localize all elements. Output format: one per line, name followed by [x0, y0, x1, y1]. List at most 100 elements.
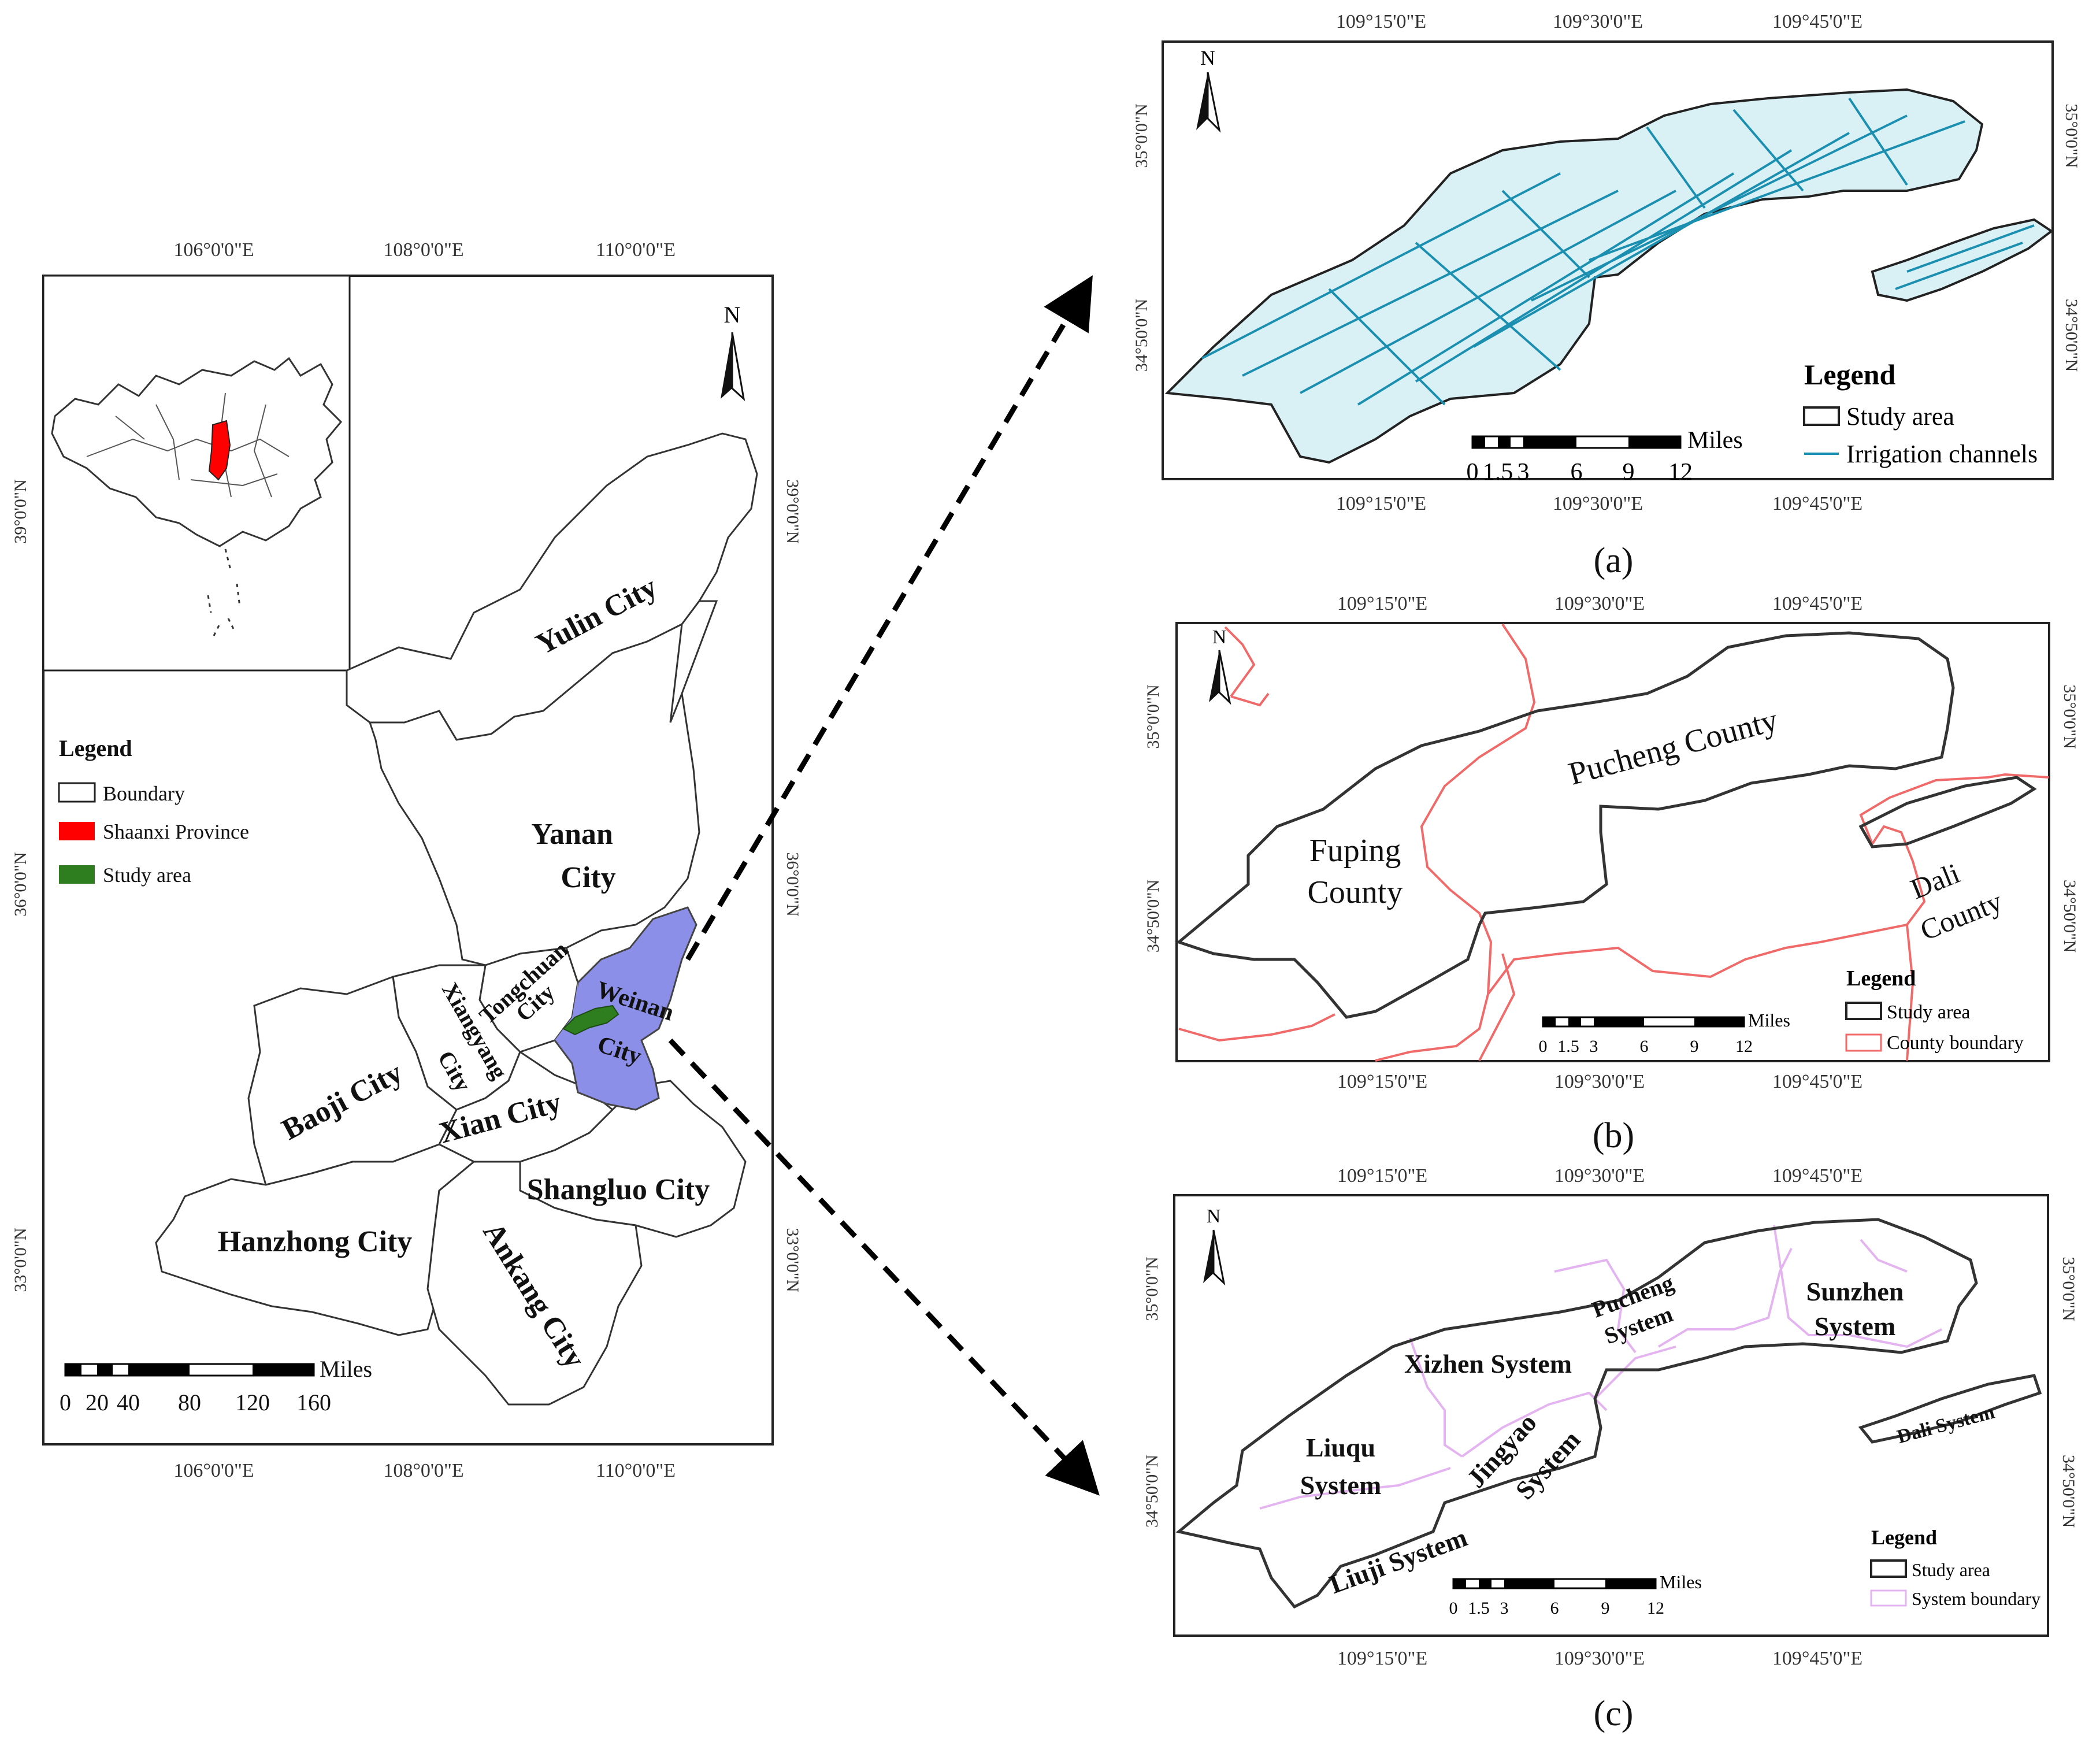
- a-legend-title: Legend: [1804, 358, 1896, 391]
- main-scale-unit: Miles: [320, 1356, 372, 1382]
- b-legend: Legend Study area County boundary: [1845, 966, 2024, 1054]
- panel-b-caption: (b): [1593, 1116, 1634, 1155]
- a-main-polygon: [1164, 88, 1984, 464]
- c-top-lon-3: 109°45'0"E: [1772, 1165, 1862, 1187]
- c-scale-tick-1-5: 1.5: [1468, 1599, 1490, 1618]
- main-scale-tick-160: 160: [296, 1389, 331, 1415]
- main-right-lat-3: 33°0'0"N: [783, 1228, 802, 1292]
- china-inset-map: [42, 275, 351, 672]
- county-boundaries: [1178, 623, 2049, 1062]
- b-legend-label-study: Study area: [1887, 1002, 1970, 1023]
- c-legend-swatch-study: [1870, 1559, 1907, 1578]
- main-top-lon-2: 108°0'0"E: [383, 239, 463, 261]
- main-map: 106°0'0"E 108°0'0"E 110°0'0"E 106°0'0"E …: [11, 239, 802, 1481]
- c-scale-tick-12: 12: [1647, 1599, 1664, 1618]
- c-study-area-outline: [1175, 1218, 1978, 1609]
- a-study-area: [1164, 88, 2054, 464]
- c-dali-outline: [1858, 1374, 2042, 1444]
- main-scale-bar: Miles 0 20 40 80 120 160: [60, 1356, 372, 1415]
- b-bottom-lon-1: 109°15'0"E: [1337, 1071, 1427, 1092]
- main-left-lat-3: 33°0'0"N: [11, 1228, 30, 1292]
- b-left-lat-1: 35°0'0"N: [1144, 684, 1163, 748]
- a-right-lat-2: 34°50'0"N: [2062, 299, 2081, 372]
- c-scale-tick-0: 0: [1449, 1599, 1458, 1618]
- a-scale-tick-0: 0: [1467, 459, 1479, 485]
- b-legend-label-county: County boundary: [1887, 1032, 2024, 1054]
- a-legend-label-study: Study area: [1846, 402, 1954, 431]
- a-scale-tick-9: 9: [1623, 459, 1635, 485]
- a-bottom-lon-3: 109°45'0"E: [1772, 493, 1862, 514]
- c-north-arrow: N: [1203, 1206, 1226, 1286]
- b-top-lon-1: 109°15'0"E: [1337, 593, 1427, 614]
- yanan-city-region: [368, 622, 700, 966]
- label-shangluo-city: Shangluo City: [527, 1173, 710, 1206]
- yulin-north-tip: [669, 600, 718, 723]
- main-bottom-lon-3: 110°0'0"E: [596, 1460, 676, 1481]
- label-liuqu-line1: Liuqu: [1306, 1433, 1375, 1462]
- a-legend-label-channels: Irrigation channels: [1846, 440, 2038, 468]
- c-top-lon-1: 109°15'0"E: [1337, 1165, 1427, 1187]
- panel-a-caption: (a): [1594, 541, 1634, 580]
- b-scale-tick-12: 12: [1735, 1037, 1753, 1056]
- label-yanan-line1: Yanan: [531, 818, 613, 851]
- label-fuping-line2: County: [1308, 874, 1403, 910]
- a-scale-tick-1-5: 1.5: [1483, 459, 1513, 485]
- a-scale-tick-6: 6: [1571, 459, 1583, 485]
- c-north-label: N: [1207, 1206, 1221, 1227]
- legend-swatch-boundary: [58, 782, 96, 803]
- main-left-lat-2: 36°0'0"N: [11, 852, 30, 916]
- c-legend: Legend Study area System boundary: [1870, 1526, 2040, 1609]
- a-bottom-lon-2: 109°30'0"E: [1553, 493, 1643, 514]
- c-bottom-lon-1: 109°15'0"E: [1337, 1648, 1427, 1669]
- main-scale-tick-20: 20: [86, 1389, 109, 1415]
- main-bottom-lon-2: 108°0'0"E: [383, 1460, 463, 1481]
- main-scale-tick-80: 80: [178, 1389, 201, 1415]
- ankang-city-region: [426, 1161, 643, 1406]
- c-right-lat-1: 35°0'0"N: [2059, 1257, 2078, 1321]
- label-sunzhen-line1: Sunzhen: [1806, 1277, 1904, 1306]
- b-scale-tick-6: 6: [1640, 1037, 1649, 1056]
- b-legend-swatch-county: [1845, 1033, 1882, 1052]
- a-north-arrow: N: [1196, 46, 1221, 133]
- b-scale-bar: Miles 0 1.5 3 6 9 12: [1539, 1010, 1790, 1056]
- c-bottom-lon-3: 109°45'0"E: [1772, 1648, 1862, 1669]
- c-scale-tick-3: 3: [1500, 1599, 1509, 1618]
- b-top-lon-3: 109°45'0"E: [1772, 593, 1862, 614]
- b-left-lat-2: 34°50'0"N: [1144, 880, 1163, 952]
- main-scale-tick-0: 0: [60, 1389, 71, 1415]
- b-legend-title: Legend: [1846, 966, 1916, 991]
- shaanxi-province-inset: [208, 420, 231, 481]
- b-north-label: N: [1212, 627, 1227, 648]
- c-scale-unit: Miles: [1660, 1571, 1702, 1592]
- b-bottom-lon-3: 109°45'0"E: [1772, 1071, 1862, 1092]
- a-legend: Legend Study area Irrigation channels: [1803, 358, 2038, 468]
- a-scale-tick-3: 3: [1518, 459, 1530, 485]
- a-right-lat-1: 35°0'0"N: [2062, 103, 2081, 168]
- label-hanzhong-city: Hanzhong City: [218, 1225, 413, 1258]
- label-fuping-line1: Fuping: [1309, 833, 1401, 869]
- main-north-arrow: N: [721, 302, 745, 402]
- c-bottom-lon-2: 109°30'0"E: [1554, 1648, 1645, 1669]
- c-scale-bar: Miles 0 1.5 3 6 9 12: [1449, 1571, 1702, 1618]
- a-left-lat-1: 35°0'0"N: [1132, 103, 1151, 168]
- main-top-lon-1: 106°0'0"E: [173, 239, 254, 261]
- c-scale-tick-9: 9: [1601, 1599, 1610, 1618]
- c-top-lon-2: 109°30'0"E: [1554, 1165, 1645, 1187]
- legend-label-study-area: Study area: [103, 863, 191, 887]
- b-scale-tick-3: 3: [1590, 1037, 1598, 1056]
- a-top-lon-1: 109°15'0"E: [1336, 11, 1426, 32]
- shaanxi-cities: [155, 432, 758, 1406]
- b-top-lon-2: 109°30'0"E: [1554, 593, 1645, 614]
- b-right-lat-1: 35°0'0"N: [2060, 684, 2079, 748]
- panel-c-caption: (c): [1594, 1694, 1634, 1733]
- label-sunzhen-line2: System: [1815, 1311, 1896, 1341]
- main-bottom-lon-1: 106°0'0"E: [173, 1460, 254, 1481]
- main-left-lat-1: 39°0'0"N: [11, 479, 30, 543]
- b-scale-tick-9: 9: [1690, 1037, 1699, 1056]
- north-arrow-right: [731, 332, 745, 402]
- label-yanan-line2: City: [561, 861, 615, 894]
- c-right-lat-2: 34°50'0"N: [2059, 1455, 2078, 1528]
- arrow-to-panel-a: [685, 275, 1093, 961]
- main-top-lon-3: 110°0'0"E: [596, 239, 676, 261]
